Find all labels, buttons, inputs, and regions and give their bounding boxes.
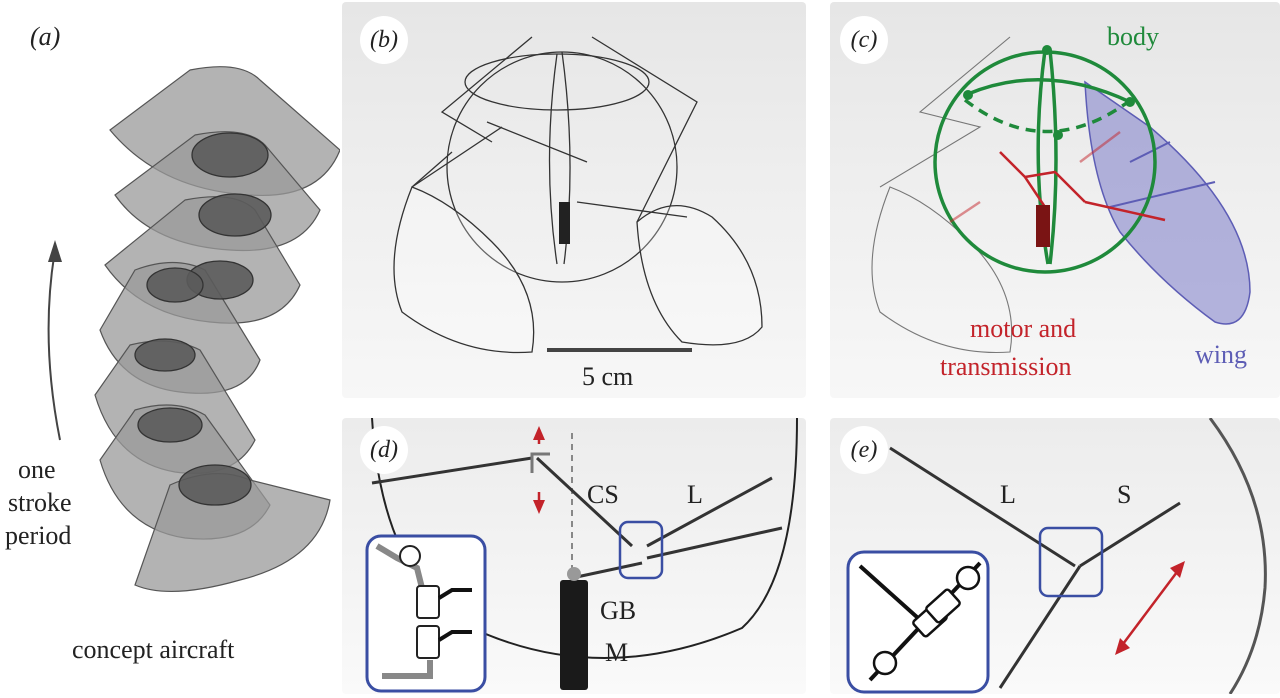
panel-a-label: (a) [30,22,61,51]
panel-c-label: (c) [840,16,888,64]
aircraft-photo-c [871,36,1251,354]
stroke-arrow [47,249,61,441]
arrow-text-line-3: period [5,521,72,550]
concept-caption: concept aircraft [72,635,235,664]
m-label: M [605,638,629,667]
panel-d: (d) CS L GB M [342,418,806,694]
wing-shape [1084,80,1251,325]
panel-c: (c) body motor and transmission wing [830,2,1280,398]
motor-label-line-2: transmission [940,352,1072,381]
scale-text: 5 cm [582,362,634,391]
panel-b: (b) 5 cm [342,2,806,398]
panel-d-label: (d) [360,426,408,474]
wing-label: wing [1195,340,1247,369]
panel-e-label: (e) [840,426,888,474]
motor-gearbox [560,580,588,690]
panel-e: (e) L S [830,418,1280,694]
transmission-photo-d [365,418,798,693]
joint-highlight-box-e [1038,526,1104,598]
arrow-head-icon [48,240,62,262]
motor-c [1036,205,1050,247]
arrow-text-line-2: stroke [8,488,72,517]
arrow-text-line-1: one [18,455,56,484]
gb-label: GB [600,596,637,625]
motor-b [559,202,570,244]
s-label: S [1117,480,1132,509]
joint-highlight-box [618,520,664,580]
panel-b-label: (b) [360,16,408,64]
motor-label-line-1: motor and [970,314,1077,343]
panel-a: (a) one stroke period concept aircraft [0,0,340,698]
cs-label: CS [587,480,619,509]
joint-photo-e [846,418,1267,694]
aircraft-photo-b [393,36,763,354]
l-label-e: L [1000,480,1016,509]
cone-stack-illustration [47,66,340,593]
body-label: body [1107,22,1159,51]
l-label-d: L [687,480,703,509]
